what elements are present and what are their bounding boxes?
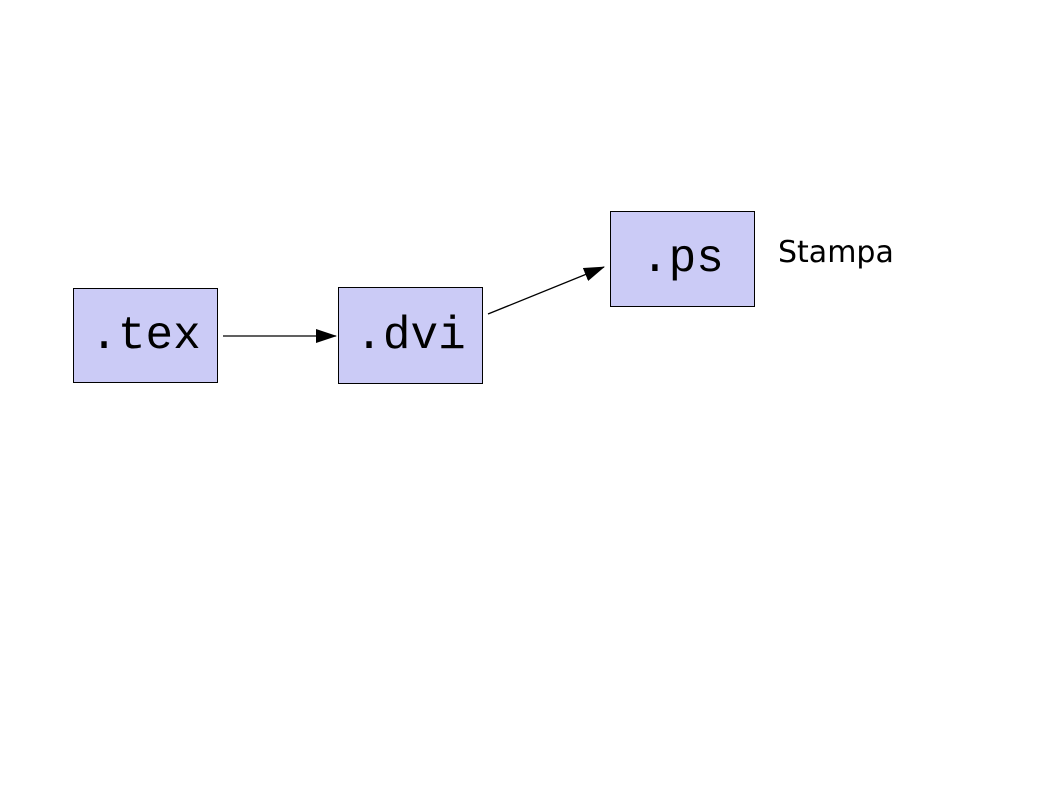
node-label-dvi: .dvi [355,309,466,362]
node-ps: .ps [610,211,755,307]
node-label-ps: .ps [641,233,724,285]
node-dvi: .dvi [338,287,483,384]
annotation-stampa: Stampa [778,235,894,270]
node-label-tex: .tex [90,309,201,362]
node-tex: .tex [73,288,218,383]
arrow-dvi-to-ps [487,266,605,315]
